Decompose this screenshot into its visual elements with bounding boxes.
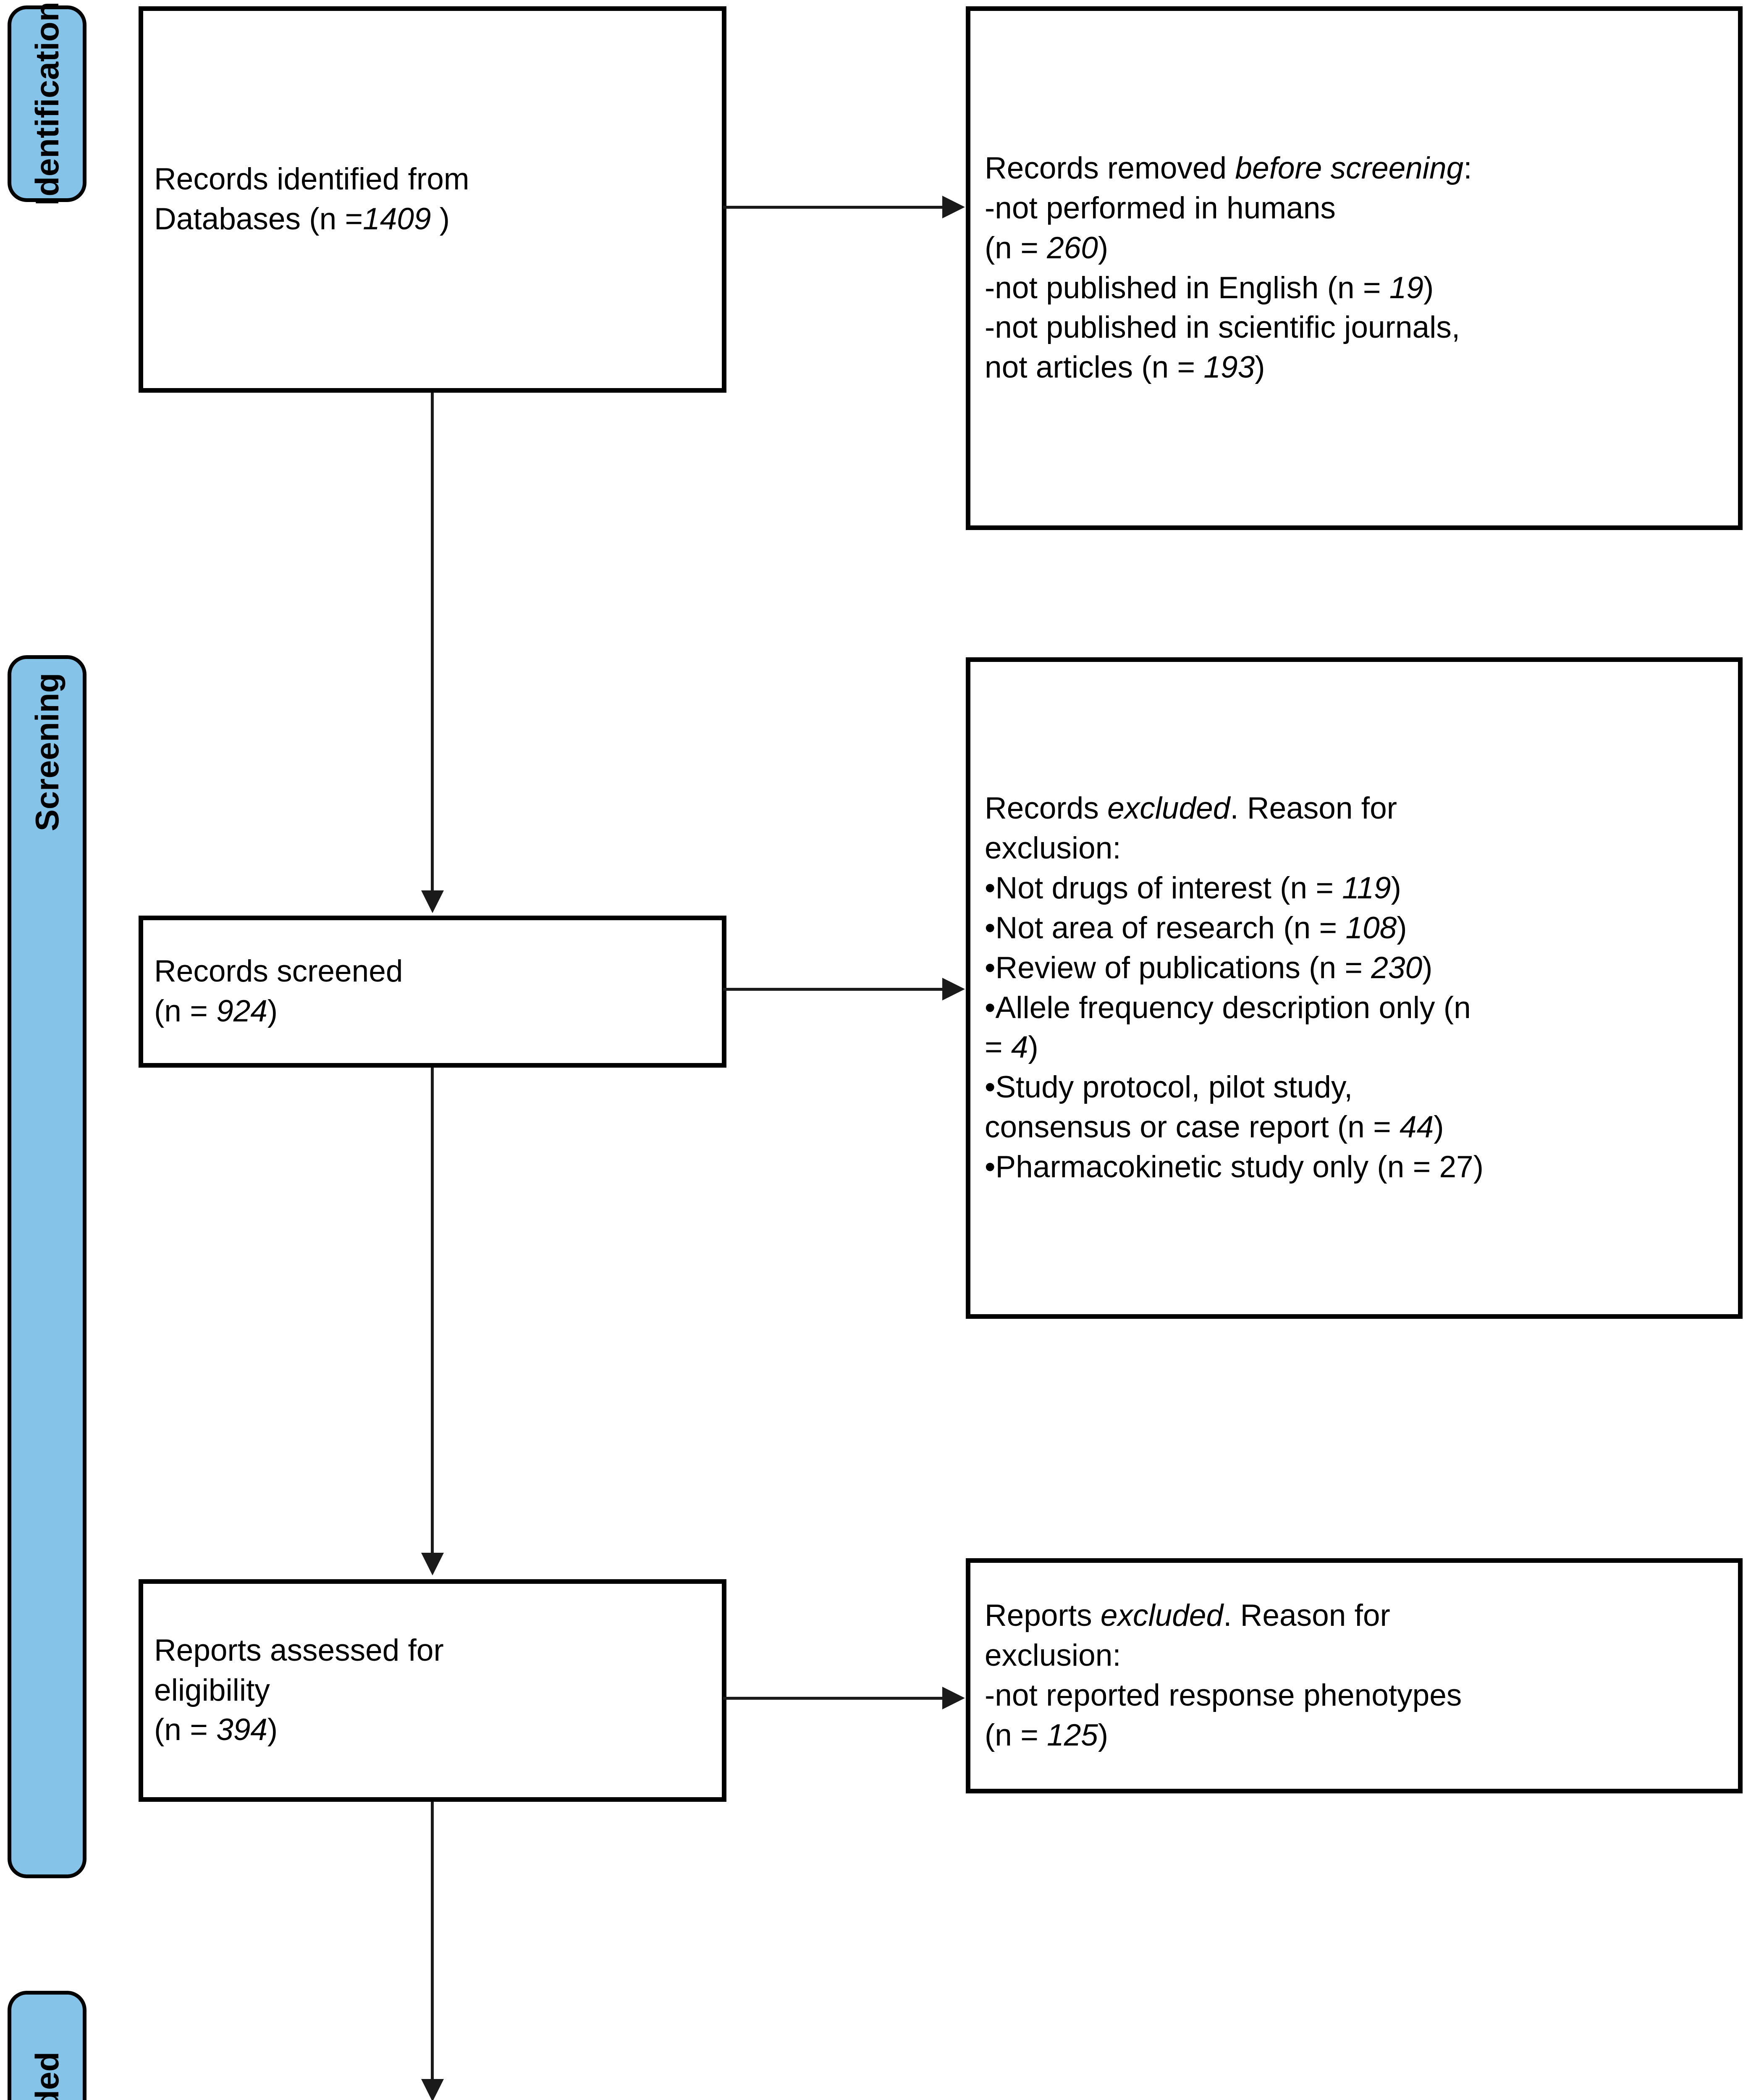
- stage-bar-screening: Screening: [8, 655, 87, 1878]
- records-excluded-heading: Records: [985, 791, 1108, 826]
- box-reports-excluded-text: Reports excluded. Reason for exclusion: …: [970, 1596, 1738, 1756]
- records-removed-heading-tail: :: [1463, 151, 1472, 185]
- records-excluded-item-3-text: •Allele frequency description only (n: [985, 990, 1471, 1025]
- records-removed-reason-3-line1: -not published in scientific journals,: [985, 310, 1460, 345]
- stage-bar-included: Included: [8, 1991, 87, 2100]
- records-screened-count: 924: [216, 994, 267, 1028]
- records-excluded-item-0-count: 119: [1342, 871, 1391, 905]
- reports-assessed-line3-suffix: ): [267, 1713, 278, 1747]
- box-records-excluded: Records excluded. Reason for exclusion: …: [966, 657, 1743, 1319]
- records-removed-reason-2-count: 19: [1389, 270, 1423, 305]
- box-records-identified-text: Records identified from Databases (n =14…: [143, 160, 722, 239]
- records-removed-reason-1: -not performed in humans: [985, 191, 1336, 225]
- records-excluded-item-1-text: •Not area of research (n =: [985, 911, 1346, 945]
- records-screened-line2-prefix: (n =: [154, 994, 217, 1028]
- connector-assessed-to-included: [431, 1802, 434, 2079]
- box-records-removed: Records removed before screening: -not p…: [966, 6, 1743, 530]
- stage-bar-identification: Identification: [8, 2, 87, 206]
- connector-identified-to-removed: [723, 206, 942, 209]
- records-excluded-item-2-tail: ): [1422, 950, 1433, 985]
- box-reports-excluded: Reports excluded. Reason for exclusion: …: [966, 1558, 1743, 1793]
- box-reports-assessed: Reports assessed for eligibility (n = 39…: [139, 1579, 726, 1802]
- reports-excluded-heading-italic: excluded: [1100, 1599, 1224, 1633]
- reports-assessed-line3-prefix: (n =: [154, 1713, 217, 1747]
- reports-excluded-heading-tail: . Reason for: [1223, 1599, 1390, 1633]
- records-excluded-heading-tail: . Reason for: [1230, 791, 1397, 826]
- box-records-excluded-text: Records excluded. Reason for exclusion: …: [970, 789, 1738, 1187]
- records-excluded-item-4-text: =: [985, 1030, 1011, 1065]
- box-records-screened-text: Records screened (n = 924): [143, 952, 722, 1032]
- records-excluded-item-0-text: •Not drugs of interest (n =: [985, 871, 1342, 905]
- records-removed-reason-1-n-suffix: ): [1098, 231, 1109, 265]
- arrowhead-assessed-to-excluded: [942, 1687, 965, 1709]
- box-records-identified: Records identified from Databases (n =14…: [139, 6, 726, 393]
- box-records-removed-text: Records removed before screening: -not p…: [970, 149, 1738, 388]
- records-removed-heading: Records removed: [985, 151, 1235, 185]
- records-excluded-item-1-count: 108: [1345, 911, 1397, 945]
- reports-assessed-count: 394: [216, 1713, 267, 1747]
- reports-excluded-count: 125: [1047, 1718, 1098, 1752]
- records-excluded-item-5-text: •Study protocol, pilot study,: [985, 1070, 1353, 1105]
- records-excluded-item-1-tail: ): [1397, 911, 1407, 945]
- records-removed-reason-1-n-prefix: (n =: [985, 231, 1047, 265]
- connector-identified-to-screened: [431, 393, 434, 890]
- records-removed-reason-2-prefix: -not published in English (n =: [985, 270, 1389, 305]
- records-screened-line1: Records screened: [154, 954, 403, 989]
- records-excluded-item-4-tail: ): [1028, 1030, 1038, 1065]
- connector-screened-to-excluded: [723, 988, 942, 991]
- records-excluded-heading-line2: exclusion:: [985, 831, 1121, 865]
- records-screened-line2-suffix: ): [267, 994, 278, 1028]
- connector-assessed-to-excluded: [723, 1697, 942, 1700]
- box-records-screened: Records screened (n = 924): [139, 916, 726, 1068]
- records-excluded-item-0-tail: ): [1391, 871, 1401, 905]
- records-identified-line1: Records identified from: [154, 162, 469, 197]
- reports-excluded-reason-2-prefix: (n =: [985, 1718, 1047, 1752]
- records-identified-line2-prefix: Databases (n =: [154, 202, 363, 236]
- box-reports-assessed-text: Reports assessed for eligibility (n = 39…: [143, 1631, 722, 1751]
- records-excluded-item-7-text: •Pharmacokinetic study only (n = 27): [985, 1150, 1484, 1184]
- records-removed-reason-3-count: 193: [1203, 350, 1255, 385]
- records-removed-reason-3-suffix: ): [1255, 350, 1265, 385]
- arrowhead-screened-to-assessed: [421, 1553, 444, 1575]
- arrowhead-screened-to-excluded: [942, 978, 965, 1000]
- records-excluded-item-6-text: consensus or case report (n =: [985, 1110, 1400, 1144]
- stage-label-included: Included: [29, 2052, 66, 2100]
- reports-excluded-reason-2-suffix: ): [1098, 1718, 1109, 1752]
- records-removed-reason-2-suffix: ): [1423, 270, 1434, 305]
- records-excluded-item-4-count: 4: [1011, 1030, 1028, 1065]
- records-identified-line2-suffix: ): [431, 202, 450, 236]
- records-excluded-item-2-count: 230: [1371, 950, 1423, 985]
- reports-excluded-reason-1: -not reported response phenotypes: [985, 1678, 1462, 1712]
- records-excluded-heading-italic: excluded: [1107, 791, 1230, 826]
- connector-screened-to-assessed: [431, 1068, 434, 1553]
- stage-label-identification: Identification: [29, 2, 66, 206]
- arrowhead-identified-to-removed: [942, 196, 965, 218]
- reports-assessed-line2: eligibility: [154, 1673, 270, 1707]
- records-excluded-item-2-text: •Review of publications (n =: [985, 950, 1371, 985]
- records-removed-reason-3-prefix: not articles (n =: [985, 350, 1204, 385]
- records-excluded-item-6-count: 44: [1400, 1110, 1434, 1144]
- records-removed-reason-1-count: 260: [1047, 231, 1098, 265]
- arrowhead-assessed-to-included: [421, 2079, 444, 2100]
- records-removed-heading-italic: before screening: [1235, 151, 1464, 185]
- reports-excluded-heading: Reports: [985, 1599, 1101, 1633]
- reports-assessed-line1: Reports assessed for: [154, 1633, 444, 1667]
- reports-excluded-heading-line2: exclusion:: [985, 1638, 1121, 1673]
- stage-label-screening: Screening: [29, 673, 66, 832]
- arrowhead-identified-to-screened: [421, 890, 444, 913]
- records-excluded-item-6-tail: ): [1434, 1110, 1444, 1144]
- records-identified-count: 1409: [363, 202, 431, 236]
